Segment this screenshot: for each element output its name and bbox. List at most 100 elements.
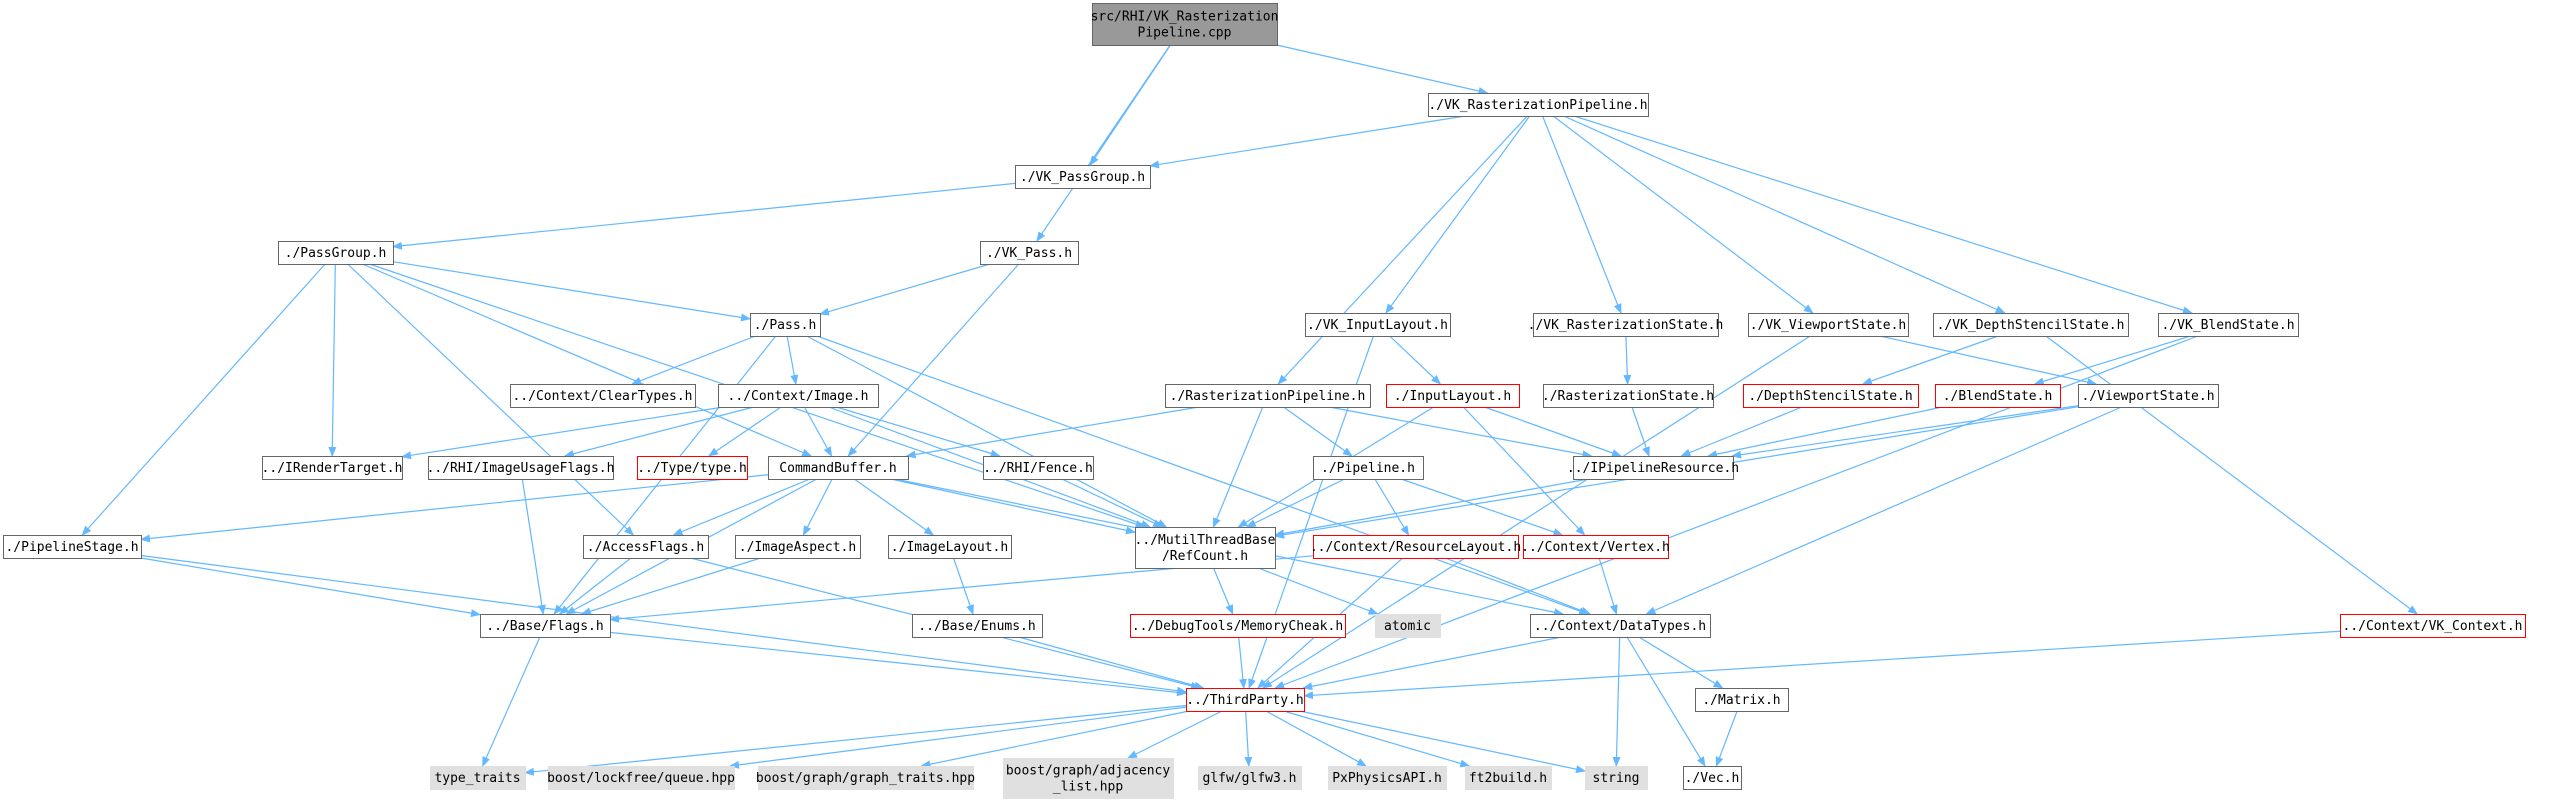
node-box bbox=[980, 241, 1079, 265]
node-fence[interactable]: ../RHI/Fence.h bbox=[983, 456, 1094, 480]
node-thirdparty[interactable]: ../ThirdParty.h bbox=[1186, 688, 1305, 712]
node-accessflags[interactable]: ./AccessFlags.h bbox=[583, 535, 709, 559]
node-vk_rasterstate[interactable]: ./VK_RasterizationState.h bbox=[1528, 313, 1724, 337]
edge-commandbuffer-to-imageaspect bbox=[802, 478, 833, 536]
node-vk_pass[interactable]: ./VK_Pass.h bbox=[980, 241, 1079, 265]
node-memorycheak[interactable]: ../DebugTools/MemoryCheak.h bbox=[1130, 614, 1346, 638]
node-ctx_image[interactable]: ../Context/Image.h bbox=[718, 384, 879, 408]
node-box bbox=[1933, 313, 2129, 337]
node-label: ../MutilThreadBase bbox=[1135, 533, 1276, 548]
node-box bbox=[1135, 527, 1276, 569]
node-rasterstate[interactable]: ./RasterizationState.h bbox=[1542, 384, 1714, 408]
node-mutilthread[interactable]: ../MutilThreadBase/RefCount.h bbox=[1135, 527, 1276, 569]
node-box bbox=[1530, 614, 1711, 638]
node-ipipelineres[interactable]: ../IPipelineResource.h bbox=[1567, 456, 1739, 480]
node-box bbox=[1328, 766, 1447, 790]
node-label: ./Vec.h bbox=[1685, 771, 1740, 786]
dependency-edges bbox=[81, 44, 2418, 776]
node-imageaspect[interactable]: ./ImageAspect.h bbox=[735, 535, 861, 559]
node-label: glfw/glfw3.h bbox=[1203, 771, 1297, 786]
node-root: src/RHI/VK_RasterizationPipeline.cpp bbox=[1091, 3, 1278, 46]
node-vkcontext[interactable]: ../Context/VK_Context.h bbox=[2340, 614, 2526, 638]
node-label: ./VK_PassGroup.h bbox=[1020, 170, 1145, 185]
edge-imageaspect-to-baseflags bbox=[580, 557, 761, 616]
edge-thirdparty-to-adjacency bbox=[1127, 710, 1223, 759]
node-matrix[interactable]: ./Matrix.h bbox=[1695, 688, 1789, 712]
node-lockfree: boost/lockfree/queue.hpp bbox=[547, 766, 735, 790]
edge-datatypes-to-matrix bbox=[1638, 636, 1724, 689]
edge-vk_inputlayout-to-inputlayout bbox=[1389, 335, 1442, 385]
node-box bbox=[768, 456, 909, 480]
node-depthstencil[interactable]: ./DepthStencilState.h bbox=[1743, 384, 1919, 408]
node-resourcelayout[interactable]: ../Context/ResourceLayout.h bbox=[1310, 535, 1521, 559]
edge-raster_pipeline-to-ipipelineres bbox=[1328, 406, 1593, 459]
node-pipelinestage[interactable]: ./PipelineStage.h bbox=[3, 535, 142, 559]
node-raster_pipeline[interactable]: ./RasterizationPipeline.h bbox=[1165, 384, 1371, 408]
edge-vk_depthstencil-to-depthstencil bbox=[1861, 335, 1999, 385]
node-label: ./InputLayout.h bbox=[1394, 389, 1511, 404]
node-box bbox=[1165, 384, 1371, 408]
edge-ctx_image-to-typeh bbox=[708, 406, 782, 457]
node-vk_raster_pipeline[interactable]: ./VK_RasterizationPipeline.h bbox=[1428, 93, 1649, 117]
node-pipeline[interactable]: ./Pipeline.h bbox=[1313, 456, 1424, 480]
edge-pipeline-to-vertex bbox=[1400, 478, 1564, 536]
edge-fence-to-mutilthread bbox=[1061, 478, 1164, 528]
edge-root-to-vk_raster_pipeline bbox=[1276, 44, 1489, 95]
node-box bbox=[718, 384, 879, 408]
edge-pipeline-to-mutilthread bbox=[1245, 478, 1345, 528]
node-irendertarget[interactable]: ../IRenderTarget.h bbox=[262, 456, 403, 480]
node-blendstate[interactable]: ./BlendState.h bbox=[1935, 384, 2061, 408]
edge-vk_rasterstate-to-rasterstate bbox=[1623, 335, 1632, 385]
node-vertex[interactable]: ../Context/Vertex.h bbox=[1521, 535, 1670, 559]
node-pass[interactable]: ./Pass.h bbox=[750, 313, 821, 337]
edge-thirdparty-to-type_traits bbox=[524, 704, 1187, 776]
node-cleartypes[interactable]: ../Context/ClearTypes.h bbox=[510, 384, 696, 408]
node-label: boost/graph/adjacency bbox=[1006, 764, 1171, 779]
node-label: Pipeline.cpp bbox=[1138, 26, 1232, 41]
node-typeh[interactable]: ../Type/type.h bbox=[637, 456, 748, 480]
node-atomic: atomic bbox=[1375, 614, 1441, 638]
node-box bbox=[1386, 384, 1520, 408]
node-vk_depthstencil[interactable]: ./VK_DepthStencilState.h bbox=[1933, 313, 2129, 337]
node-box bbox=[1465, 766, 1552, 790]
node-box bbox=[1313, 535, 1519, 559]
node-label: ./AccessFlags.h bbox=[587, 540, 704, 555]
node-vk_blend[interactable]: ./VK_BlendState.h bbox=[2158, 313, 2299, 337]
node-commandbuffer[interactable]: CommandBuffer.h bbox=[768, 456, 909, 480]
node-imagelayout[interactable]: ./ImageLayout.h bbox=[888, 535, 1012, 559]
node-label: ../Context/DataTypes.h bbox=[1534, 619, 1706, 634]
edge-vkcontext-to-thirdparty bbox=[1303, 630, 2341, 700]
node-baseenums[interactable]: ../Base/Enums.h bbox=[912, 614, 1043, 638]
node-box bbox=[1743, 384, 1919, 408]
node-label: string bbox=[1593, 771, 1640, 786]
node-passgroup[interactable]: ./PassGroup.h bbox=[278, 241, 394, 265]
edge-thirdparty-to-physx bbox=[1265, 710, 1367, 767]
node-label: ./VK_BlendState.h bbox=[2161, 318, 2294, 333]
node-label: ./VK_RasterizationPipeline.h bbox=[1428, 98, 1647, 113]
node-box bbox=[888, 535, 1012, 559]
node-label: ./VK_ViewportState.h bbox=[1750, 318, 1907, 333]
edge-ctx_image-to-commandbuffer bbox=[803, 406, 833, 457]
node-box bbox=[1428, 93, 1649, 117]
node-vk_viewport[interactable]: ./VK_ViewportState.h bbox=[1748, 313, 1909, 337]
edge-depthstencil-to-ipipelineres bbox=[1680, 406, 1803, 457]
edge-accessflags-to-baseflags bbox=[558, 557, 632, 615]
node-baseflags[interactable]: ../Base/Flags.h bbox=[480, 614, 611, 638]
node-label: ./PipelineStage.h bbox=[5, 540, 138, 555]
node-vec[interactable]: ./Vec.h bbox=[1683, 766, 1742, 790]
node-label: ../Context/VK_Context.h bbox=[2342, 619, 2522, 634]
node-vk_inputlayout[interactable]: ./VK_InputLayout.h bbox=[1305, 313, 1451, 337]
node-viewportstate[interactable]: ./ViewportState.h bbox=[2078, 384, 2219, 408]
edge-baseflags-to-thirdparty bbox=[609, 631, 1187, 697]
node-inputlayout[interactable]: ./InputLayout.h bbox=[1386, 384, 1520, 408]
node-datatypes[interactable]: ../Context/DataTypes.h bbox=[1530, 614, 1711, 638]
edge-commandbuffer-to-imagelayout bbox=[853, 478, 935, 536]
node-physx: PxPhysicsAPI.h bbox=[1328, 766, 1447, 790]
node-vk_passgroup[interactable]: ./VK_PassGroup.h bbox=[1015, 165, 1151, 189]
node-box bbox=[1935, 384, 2061, 408]
node-imageusage[interactable]: ../RHI/ImageUsageFlags.h bbox=[427, 456, 615, 480]
node-box bbox=[428, 456, 614, 480]
edge-vk_raster_pipeline-to-vk_depthstencil bbox=[1563, 115, 2006, 314]
edge-mutilthread-to-memorycheak bbox=[1212, 567, 1234, 615]
node-box bbox=[912, 614, 1043, 638]
